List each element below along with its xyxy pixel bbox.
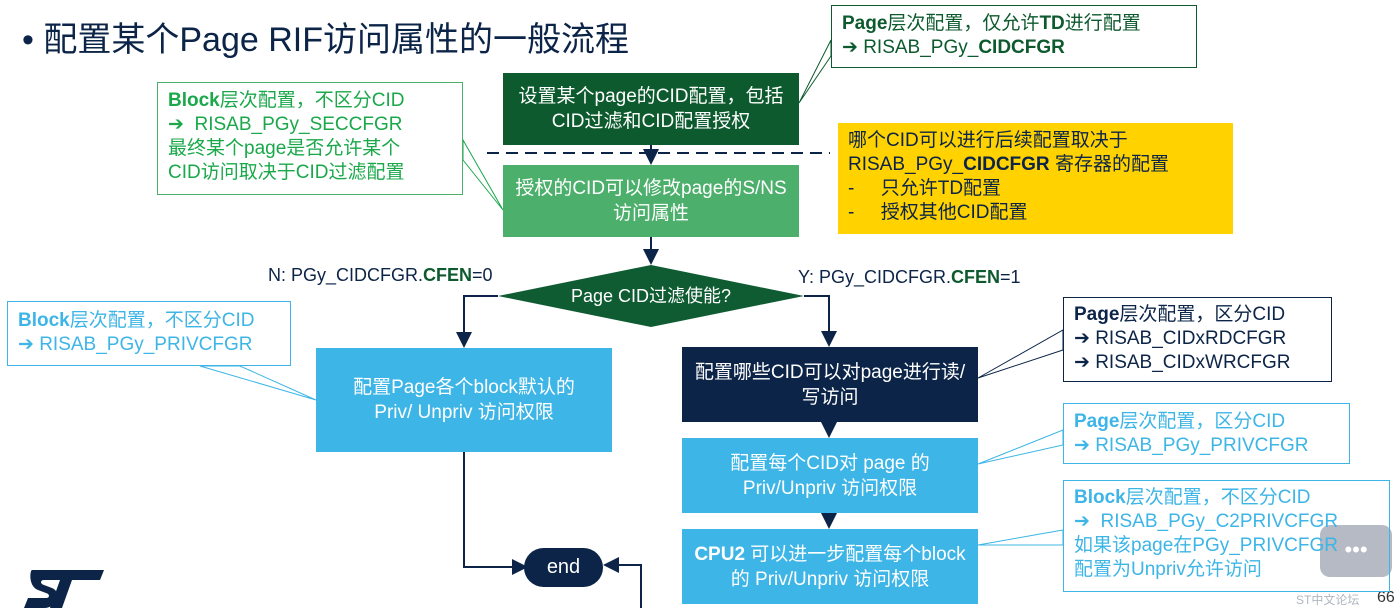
box-cpu2-priv: CPU2 可以进一步配置每个block的 Priv/Unpriv 访问权限 [682,529,978,604]
box-modify-sns: 授权的CID可以修改page的S/NS访问属性 [503,165,799,237]
page-number: 66 [1377,589,1395,606]
yes-branch-label: Y: PGy_CIDCFGR.CFEN=1 [798,267,1021,287]
watermark-text: ST中文论坛 [1296,593,1360,607]
box-set-cid-config: 设置某个page的CID配置，包括CID过滤和CID配置授权 [503,73,799,145]
bullet: • [22,21,44,59]
callout-td-config: Page层次配置，仅允许TD进行配置➔ RISAB_PGy_CIDCFGR [831,5,1197,68]
decision-text: Page CID过滤使能? [570,286,732,306]
callout-priv-page: Page层次配置，区分CID➔ RISAB_PGy_PRIVCFGR [1063,403,1350,464]
no-branch-label: N: PGy_CIDCFGR.CFEN=0 [268,265,493,285]
box-default-priv: 配置Page各个block默认的Priv/ Unpriv 访问权限 [316,348,612,452]
box-cid-priv: 配置每个CID对 page 的Priv/Unpriv 访问权限 [682,438,978,513]
slide-title: • 配置某个Page RIF访问属性的一般流程 [22,21,629,59]
st-logo [24,570,104,608]
chat-watermark-icon: ••• [1320,525,1392,577]
end-terminal: end [524,548,603,587]
decision-diamond [498,265,804,327]
box-rw-access: 配置哪些CID可以对page进行读/写访问 [682,347,978,422]
callout-cidx: Page层次配置，区分CID➔ RISAB_CIDxRDCFGR➔ RISAB_… [1063,297,1332,382]
callout-privcfgr-left: Block层次配置，不区分CID➔ RISAB_PGy_PRIVCFGR [7,301,291,366]
